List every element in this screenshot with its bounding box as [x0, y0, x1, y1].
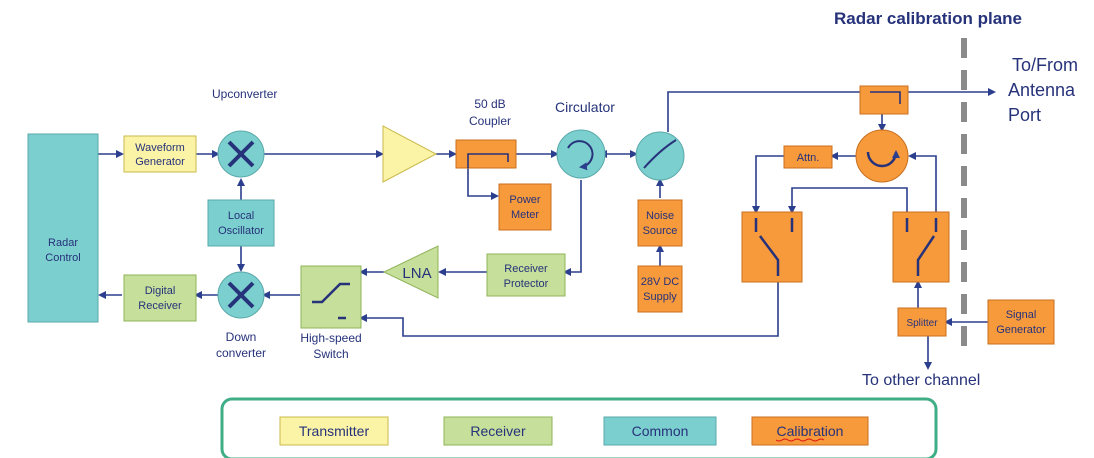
- circulator-label: Circulator: [555, 99, 615, 115]
- wire-rightswitch-calcirculator: [908, 152, 937, 212]
- receiver-protector-line-2: Protector: [504, 278, 549, 290]
- cal-switch-right: [892, 211, 950, 283]
- calibration-plane-title: Radar calibration plane: [834, 9, 1022, 28]
- cal-switch-left: [741, 211, 803, 283]
- antenna-port-line-2: Antenna: [1008, 80, 1076, 100]
- coupler-label-line-2: Coupler: [469, 114, 511, 128]
- digital-receiver-line-1: Digital: [145, 285, 176, 297]
- attenuator-label: Attn.: [797, 152, 820, 164]
- power-meter-block: Power Meter: [498, 183, 552, 231]
- noise-source-block: Noise Source: [637, 199, 683, 247]
- cal-coupler: [859, 85, 909, 115]
- legend: Transmitter Receiver Common Calibration: [220, 397, 938, 458]
- legend-label-calibration: Calibration: [777, 423, 844, 439]
- digital-receiver-line-2: Receiver: [138, 300, 182, 312]
- wire-rightswitch-leftswitch: [788, 187, 908, 214]
- splitter-block: Splitter: [897, 307, 947, 337]
- upconverter-mixer: Upconverter: [212, 87, 277, 178]
- high-speed-switch-line-1: High-speed: [300, 331, 361, 345]
- receiver-protector-block: Receiver Protector: [486, 253, 566, 297]
- power-amplifier: [382, 125, 438, 183]
- down-converter-line-2: converter: [216, 346, 266, 360]
- signal-generator-block: Signal Generator: [987, 299, 1055, 345]
- digital-receiver-block: Digital Receiver: [123, 274, 197, 322]
- down-converter-line-1: Down: [226, 330, 257, 344]
- waveform-generator-line-2: Generator: [135, 156, 185, 168]
- coupler-block: 50 dB Coupler: [455, 97, 517, 169]
- lna-amplifier: LNA: [382, 245, 439, 299]
- antenna-port-label: To/From Antenna Port: [1008, 55, 1078, 125]
- downconverter-mixer: Down converter: [216, 271, 266, 360]
- power-meter-line-2: Meter: [511, 209, 539, 221]
- wire-rfswitch-antenna: [667, 88, 996, 132]
- signal-generator-line-1: Signal: [1006, 309, 1037, 321]
- wire-circulator-protector: [563, 180, 582, 276]
- to-other-channel-label: To other channel: [862, 372, 980, 389]
- cal-circulator: [855, 129, 909, 183]
- dc-supply-block: 28V DC Supply: [637, 265, 683, 313]
- power-meter-line-1: Power: [509, 194, 541, 206]
- signal-generator-line-2: Generator: [996, 324, 1046, 336]
- dc-supply-line-1: 28V DC: [641, 276, 680, 288]
- radar-control-line-2: Control: [45, 252, 80, 264]
- high-speed-switch-block: High-speed Switch: [300, 265, 362, 361]
- lna-label: LNA: [402, 265, 431, 282]
- legend-item-calibration: Calibration: [751, 416, 869, 446]
- signal-wires: [98, 88, 996, 370]
- high-speed-switch-line-2: Switch: [313, 347, 348, 361]
- legend-item-receiver: Receiver: [443, 416, 553, 446]
- splitter-label: Splitter: [906, 318, 938, 329]
- attenuator-block: Attn.: [783, 145, 833, 169]
- upconverter-label: Upconverter: [212, 87, 277, 101]
- radar-control-block: Radar Control: [27, 133, 99, 323]
- legend-item-common: Common: [603, 416, 717, 446]
- receiver-protector-line-1: Receiver: [504, 263, 548, 275]
- local-oscillator-block: Local Oscillator: [207, 199, 275, 247]
- local-oscillator-line-2: Oscillator: [218, 225, 264, 237]
- local-oscillator-line-1: Local: [228, 210, 254, 222]
- rf-switch: [635, 131, 685, 181]
- waveform-generator-line-1: Waveform: [135, 142, 185, 154]
- noise-source-line-1: Noise: [646, 210, 674, 222]
- wire-coupler-powermeter: [467, 168, 499, 200]
- waveform-generator-block: Waveform Generator: [123, 135, 197, 173]
- legend-label-receiver: Receiver: [470, 423, 526, 439]
- radar-control-line-1: Radar: [48, 237, 78, 249]
- legend-item-transmitter: Transmitter: [279, 416, 389, 446]
- legend-label-transmitter: Transmitter: [299, 423, 370, 439]
- coupler-label-line-1: 50 dB: [474, 97, 505, 111]
- dc-supply-line-2: Supply: [643, 291, 677, 303]
- wire-attn-leftswitch: [752, 155, 784, 214]
- antenna-port-line-3: Port: [1008, 105, 1041, 125]
- antenna-port-line-1: To/From: [1012, 55, 1078, 75]
- wire-leftswitch-hsswitch: [359, 282, 779, 337]
- noise-source-line-2: Source: [643, 225, 678, 237]
- legend-label-common: Common: [632, 423, 689, 439]
- circulator: Circulator: [555, 99, 615, 179]
